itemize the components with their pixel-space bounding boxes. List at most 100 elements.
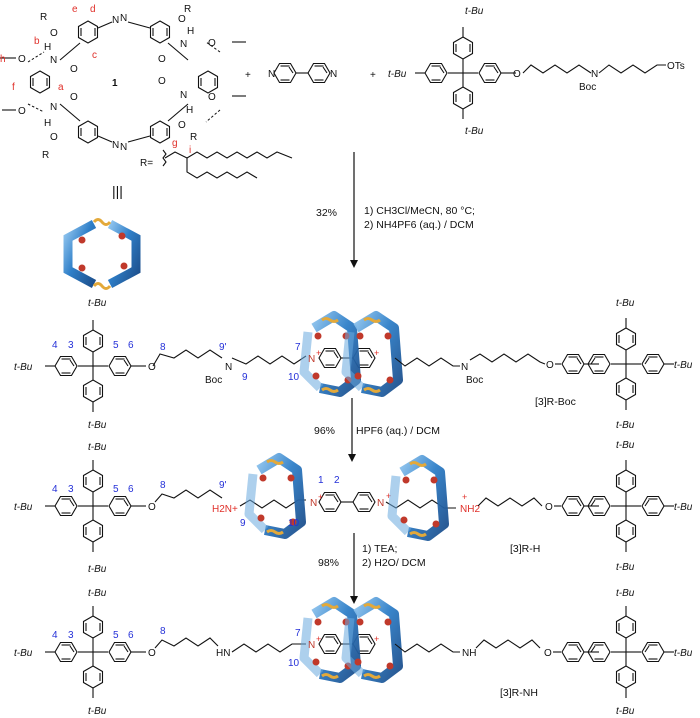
r-group: R [40, 12, 47, 23]
amide-h: H [187, 26, 194, 37]
position-label: 4 [52, 484, 58, 495]
product-rotaxane-boc: O N Boc N + + N Boc O t-Bu t-Bu t-Bu t-B… [14, 298, 693, 431]
svg-text:+: + [318, 492, 323, 502]
ammonium-label-left: H2N+ [212, 504, 238, 515]
ether-o: O [545, 502, 553, 513]
reaction-arrow-3: 98% 1) TEA; 2) H2O/ DCM [318, 533, 426, 604]
tbu-label: t-Bu [616, 588, 635, 599]
bipyridine: N N [268, 62, 337, 84]
carbamate-n: N [461, 362, 468, 373]
methoxy-o: O [18, 106, 26, 117]
methoxy-o: O [18, 54, 26, 65]
equivalence-symbol: ||| [112, 183, 123, 199]
tbu-label: t-Bu [14, 648, 33, 659]
tbu-label: t-Bu [88, 298, 107, 309]
boc-label: Boc [466, 375, 483, 386]
amide-h: H [186, 105, 193, 116]
yield-step3: 98% [318, 557, 339, 569]
pyridinium-n: N [377, 498, 384, 509]
carbamate-n: N [591, 69, 598, 80]
product-name: [3]R-Boc [535, 396, 576, 408]
tbu-label: t-Bu [674, 360, 693, 371]
ots-label: OTs [667, 61, 685, 72]
tbu-label: t-Bu [674, 502, 693, 513]
macrocycle-cartoon [63, 218, 141, 290]
position-label: 10 [288, 372, 300, 383]
conditions-step1-line2: 2) NH4PF6 (aq.) / DCM [364, 219, 474, 231]
ether-o: O [50, 132, 58, 143]
conditions-step3-line1: 1) TEA; [362, 543, 397, 555]
product-name: [3]R-NH [500, 687, 538, 699]
azo-n: N [120, 13, 127, 24]
amide-n: N [50, 102, 57, 113]
position-label: 3 [68, 630, 74, 641]
axle-precursor: t-Bu t-Bu t-Bu O N Boc OTs [388, 6, 685, 137]
ether-o: O [178, 120, 186, 131]
ether-o: O [544, 648, 552, 659]
position-label: 9' [219, 342, 227, 353]
svg-text:+: + [386, 491, 391, 501]
tbu-label: t-Bu [616, 298, 635, 309]
position-label: 6 [128, 630, 134, 641]
carbamate-n: N [225, 362, 232, 373]
tbu-label: t-Bu [616, 440, 635, 451]
pyridinium-n: N [308, 354, 315, 365]
position-label: 6 [128, 484, 134, 495]
tbu-label: t-Bu [388, 69, 407, 80]
proton-label-e: e [72, 4, 78, 15]
proton-label-d: d [90, 4, 96, 15]
conditions-step3-line2: 2) H2O/ DCM [362, 557, 426, 569]
proton-label-a: a [58, 82, 64, 93]
position-label: 8 [160, 480, 166, 491]
position-label: 4 [52, 630, 58, 641]
position-label: 7 [295, 628, 301, 639]
azo-n: N [112, 140, 119, 151]
proton-labels: e d b c h f a g i [0, 4, 191, 156]
plus-sign: + [245, 70, 251, 81]
macrocycle-atom-labels: N N N N N N N N H H H H O O O O O O O O … [18, 4, 216, 161]
position-label: 5 [113, 630, 119, 641]
tbu-label: t-Bu [88, 706, 107, 717]
position-label: 1 [318, 475, 324, 486]
r-group: R [190, 132, 197, 143]
ether-o: O [148, 648, 156, 659]
azo-n: N [120, 142, 127, 153]
amide-n: N [180, 90, 187, 101]
position-label: 9 [242, 372, 248, 383]
tbu-label: t-Bu [14, 362, 33, 373]
r-group-definition: R= [140, 149, 293, 179]
amide-h: H [44, 42, 51, 53]
pyridinium-n: N [310, 498, 317, 509]
position-label: 10 [288, 658, 300, 669]
proton-label-i: i [189, 145, 191, 156]
svg-text:+: + [374, 634, 379, 644]
position-label: 2 [334, 475, 340, 486]
methoxy-o: O [208, 92, 216, 103]
tbu-label: t-Bu [616, 420, 635, 431]
position-label: 9 [240, 518, 246, 529]
boc-label: Boc [579, 82, 596, 93]
position-label: 6 [128, 340, 134, 351]
svg-text:+: + [462, 492, 467, 502]
amine-label: HN [216, 648, 230, 659]
position-label: 7 [295, 342, 301, 353]
position-label: 9' [219, 480, 227, 491]
tbu-label: t-Bu [616, 706, 635, 717]
tbu-label: t-Bu [465, 126, 484, 137]
position-label: 4 [52, 340, 58, 351]
proton-label-b: b [34, 36, 40, 47]
tbu-label: t-Bu [88, 442, 107, 453]
svg-text:+: + [316, 634, 321, 644]
position-label: 8 [160, 342, 166, 353]
ether-o: O [546, 360, 554, 371]
boc-label: Boc [205, 375, 222, 386]
yield-step2: 96% [314, 425, 335, 437]
carbonyl-o: O [158, 76, 166, 87]
tbu-label: t-Bu [14, 502, 33, 513]
r-equals-label: R= [140, 158, 153, 169]
ether-o: O [148, 502, 156, 513]
position-label: 3 [68, 340, 74, 351]
r-group: R [184, 4, 191, 15]
tbu-label: t-Bu [465, 6, 484, 17]
